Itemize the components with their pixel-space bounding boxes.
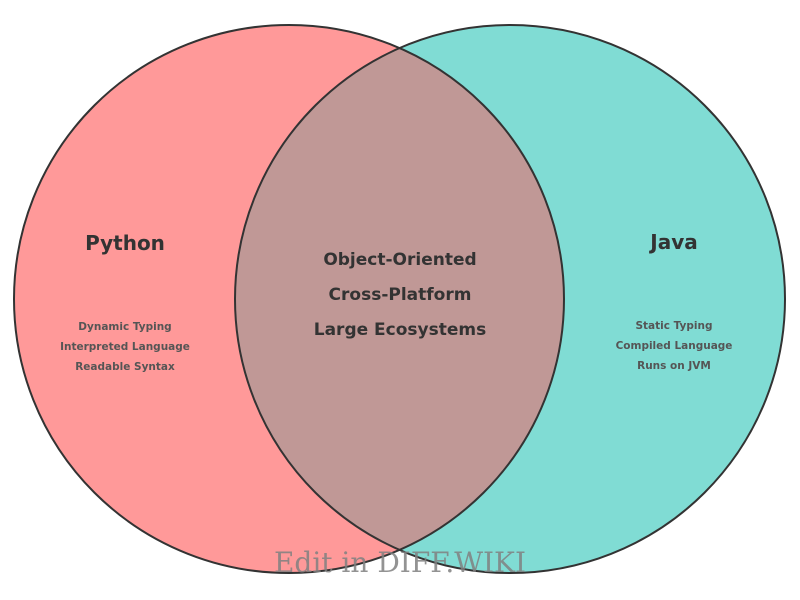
python-item: Interpreted Language <box>60 341 190 353</box>
java-title: Java <box>648 230 697 254</box>
java-circle-outline <box>234 24 786 574</box>
java-item: Runs on JVM <box>637 360 711 372</box>
python-item: Readable Syntax <box>75 361 175 373</box>
java-item: Compiled Language <box>616 340 733 352</box>
python-item: Dynamic Typing <box>78 321 171 333</box>
shared-item: Object-Oriented <box>323 250 476 270</box>
overlap-region <box>235 25 564 573</box>
java-item: Static Typing <box>635 320 712 332</box>
python-title: Python <box>85 231 165 255</box>
watermark: Edit in DIFF.WIKI <box>274 546 526 579</box>
shared-item: Cross-Platform <box>329 285 472 305</box>
shared-item: Large Ecosystems <box>314 320 486 340</box>
python-circle-outline <box>13 24 565 574</box>
